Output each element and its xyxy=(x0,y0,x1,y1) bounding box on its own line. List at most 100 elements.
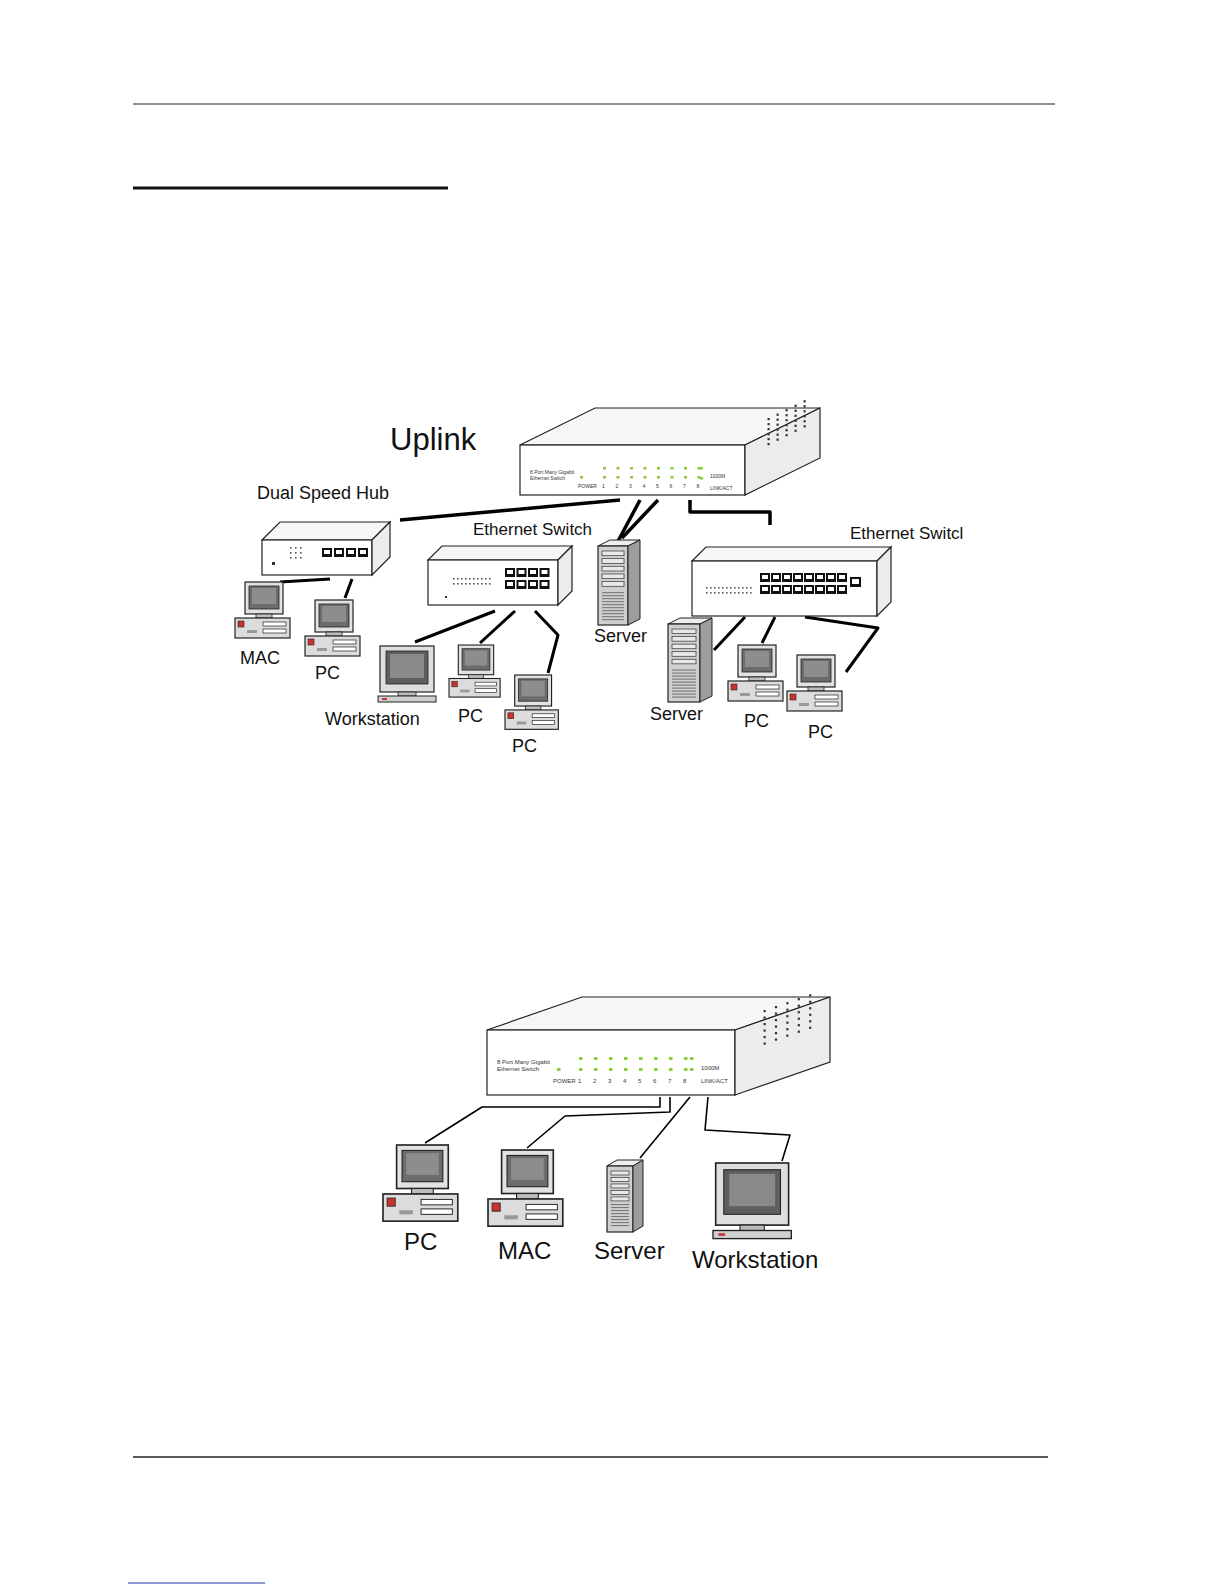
drawing-part xyxy=(333,640,356,644)
drawing-part xyxy=(428,560,558,605)
drawing-part xyxy=(263,629,286,633)
drawing-part xyxy=(799,703,809,706)
drawing-part xyxy=(360,550,366,554)
gigabit-switch: 8 Port Many Gigabit Ethernet SwitchPOWER… xyxy=(520,408,825,500)
drawing-part xyxy=(390,654,424,678)
drawing-part xyxy=(488,1150,563,1226)
panel-label: 8 xyxy=(683,1078,686,1085)
drawing-part xyxy=(672,652,696,657)
drawing-part xyxy=(672,682,696,683)
drawing-part xyxy=(263,622,286,626)
drawing-part xyxy=(489,578,491,580)
drawing-part xyxy=(745,651,769,667)
drawing-part xyxy=(602,595,624,596)
drawing-part xyxy=(386,651,428,684)
drawing-part xyxy=(611,1207,629,1208)
drawing-part xyxy=(469,578,471,580)
drawing-part xyxy=(453,578,455,580)
drawing-part xyxy=(412,1189,434,1194)
drawing-part xyxy=(348,550,354,554)
drawing-part xyxy=(317,648,327,651)
drawing-part xyxy=(580,476,583,479)
network-cable xyxy=(425,1097,660,1143)
drawing-part xyxy=(657,476,660,479)
drawing-part xyxy=(672,673,696,674)
panel-label: 5 xyxy=(656,484,659,490)
device-label: Dual Speed Hub xyxy=(257,484,389,504)
drawing-part xyxy=(308,639,314,645)
drawing-part xyxy=(235,582,290,638)
drawing-part xyxy=(421,1199,452,1204)
drawing-part xyxy=(611,1210,629,1211)
header-rule xyxy=(133,103,1055,104)
drawing-part xyxy=(457,583,459,585)
drawing-part xyxy=(795,420,797,422)
drawing-part xyxy=(804,573,814,582)
panel-label: 6 xyxy=(653,1078,656,1085)
drawing-part xyxy=(465,651,487,666)
drawing-part xyxy=(602,582,624,587)
drawing-part xyxy=(611,1216,629,1217)
drawing-part xyxy=(828,575,834,579)
drawing-part xyxy=(718,587,720,589)
drawing-part xyxy=(336,550,342,554)
workstation-icon: Workstation xyxy=(322,642,440,731)
drawing-part xyxy=(784,587,790,591)
drawing-part xyxy=(742,592,744,594)
drawing-part xyxy=(790,694,796,700)
drawing-part xyxy=(380,646,434,692)
drawing-part xyxy=(505,710,558,729)
drawing-part xyxy=(798,998,800,1000)
drawing-part xyxy=(798,1024,800,1026)
device-label: PC xyxy=(404,1229,437,1255)
drawing-part xyxy=(611,1213,629,1214)
drawing-part xyxy=(839,587,845,591)
drawing-part xyxy=(815,585,825,594)
network-cable xyxy=(622,500,658,538)
drawing-part xyxy=(607,1166,633,1232)
panel-label: 1 xyxy=(578,1078,581,1085)
drawing-part xyxy=(734,592,736,594)
drawing-part xyxy=(764,1043,766,1045)
drawing-part xyxy=(775,1026,777,1028)
drawing-part xyxy=(519,679,548,701)
device-label: PC xyxy=(315,664,340,684)
link-underline xyxy=(128,1582,265,1583)
drawing-part xyxy=(507,570,513,574)
drawing-part xyxy=(692,561,877,616)
mac-icon: MAC xyxy=(232,582,294,672)
drawing-part xyxy=(806,575,812,579)
drawing-part xyxy=(611,1225,629,1226)
gigabit-switch-drawing xyxy=(520,408,825,500)
drawing-part xyxy=(837,585,847,594)
drawing-part xyxy=(378,646,436,702)
drawing-part xyxy=(492,1203,500,1211)
drawing-part xyxy=(786,424,788,426)
drawing-part xyxy=(668,624,700,702)
drawing-part xyxy=(502,1150,554,1194)
device-label: Ethernet Switch xyxy=(473,521,592,540)
drawing-part xyxy=(795,415,797,417)
drawing-part xyxy=(771,573,781,582)
drawing-part xyxy=(526,1214,557,1219)
device-label: MAC xyxy=(240,649,280,669)
panel-label: 7 xyxy=(683,484,686,490)
network-cable xyxy=(762,617,775,643)
drawing-part xyxy=(322,606,346,622)
drawing-part xyxy=(773,575,779,579)
drawing-part xyxy=(786,1015,788,1017)
drawing-part xyxy=(684,1057,688,1060)
drawing-part xyxy=(672,659,696,664)
drawing-part xyxy=(793,585,803,594)
drawing-part xyxy=(742,649,772,672)
drawing-part xyxy=(485,583,487,585)
drawing-part xyxy=(718,1233,725,1236)
gigabit-switch: 8 Port Many Gigabit Ethernet SwitchPOWER… xyxy=(485,993,833,1097)
drawing-part xyxy=(633,1160,643,1232)
drawing-part xyxy=(300,552,302,554)
drawing-part xyxy=(602,610,624,611)
drawing-part xyxy=(461,583,463,585)
